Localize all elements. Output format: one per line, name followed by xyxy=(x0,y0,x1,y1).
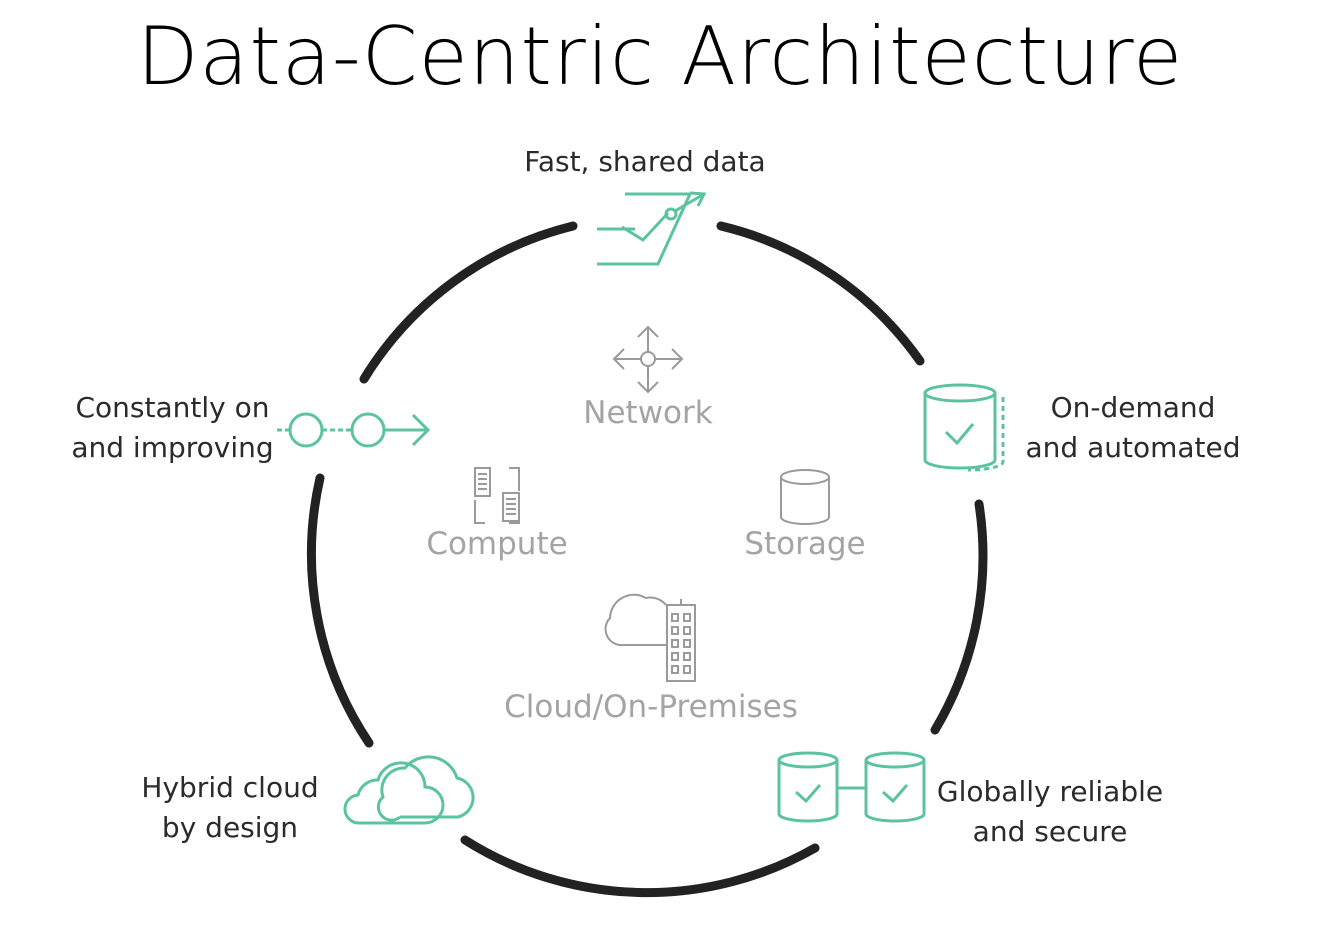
chart-trend-icon xyxy=(597,191,707,266)
cloud-building-icon xyxy=(604,593,696,682)
ring-arc-left xyxy=(306,473,374,748)
ring-arc-bottom xyxy=(460,835,820,898)
fast-shared-data-line-1: Fast, shared data xyxy=(524,145,766,178)
pipeline-arrow-icon xyxy=(277,412,431,448)
network-arrows-icon xyxy=(612,325,684,394)
server-icon xyxy=(474,467,520,524)
ring-arc-right xyxy=(930,499,988,735)
globally-reliable-line-1: Globally reliable xyxy=(936,775,1164,808)
network-label: Network xyxy=(583,395,713,431)
hybrid-cloud-line-1: Hybrid cloud xyxy=(141,771,319,804)
ring-arc-top-right xyxy=(716,221,925,366)
ring-arc-top-left xyxy=(359,221,578,384)
hybrid-cloud-line-2: by design xyxy=(161,811,299,844)
on-demand-label: On-demand and automated xyxy=(1018,388,1248,468)
page-title: Data-Centric Architecture xyxy=(136,10,1184,103)
compute-label: Compute xyxy=(426,526,568,562)
hybrid-cloud-label: Hybrid cloud by design xyxy=(110,768,350,848)
constantly-on-label: Constantly on and improving xyxy=(50,388,295,468)
replicated-database-icon xyxy=(777,751,926,823)
database-check-icon xyxy=(923,383,1005,472)
ring xyxy=(306,221,988,898)
storage-label: Storage xyxy=(744,526,866,562)
globally-reliable-line-2: and secure xyxy=(972,815,1128,848)
constantly-on-line-1: Constantly on xyxy=(75,391,270,424)
cloud-icon xyxy=(343,755,475,825)
cloud-onprem-label: Cloud/On-Premises xyxy=(504,689,798,725)
on-demand-line-2: and automated xyxy=(1025,431,1241,464)
globally-reliable-label: Globally reliable and secure xyxy=(930,772,1170,852)
on-demand-line-1: On-demand xyxy=(1050,391,1216,424)
cylinder-icon xyxy=(780,469,830,525)
fast-shared-data-label: Fast, shared data xyxy=(440,142,850,182)
constantly-on-line-2: and improving xyxy=(71,431,274,464)
